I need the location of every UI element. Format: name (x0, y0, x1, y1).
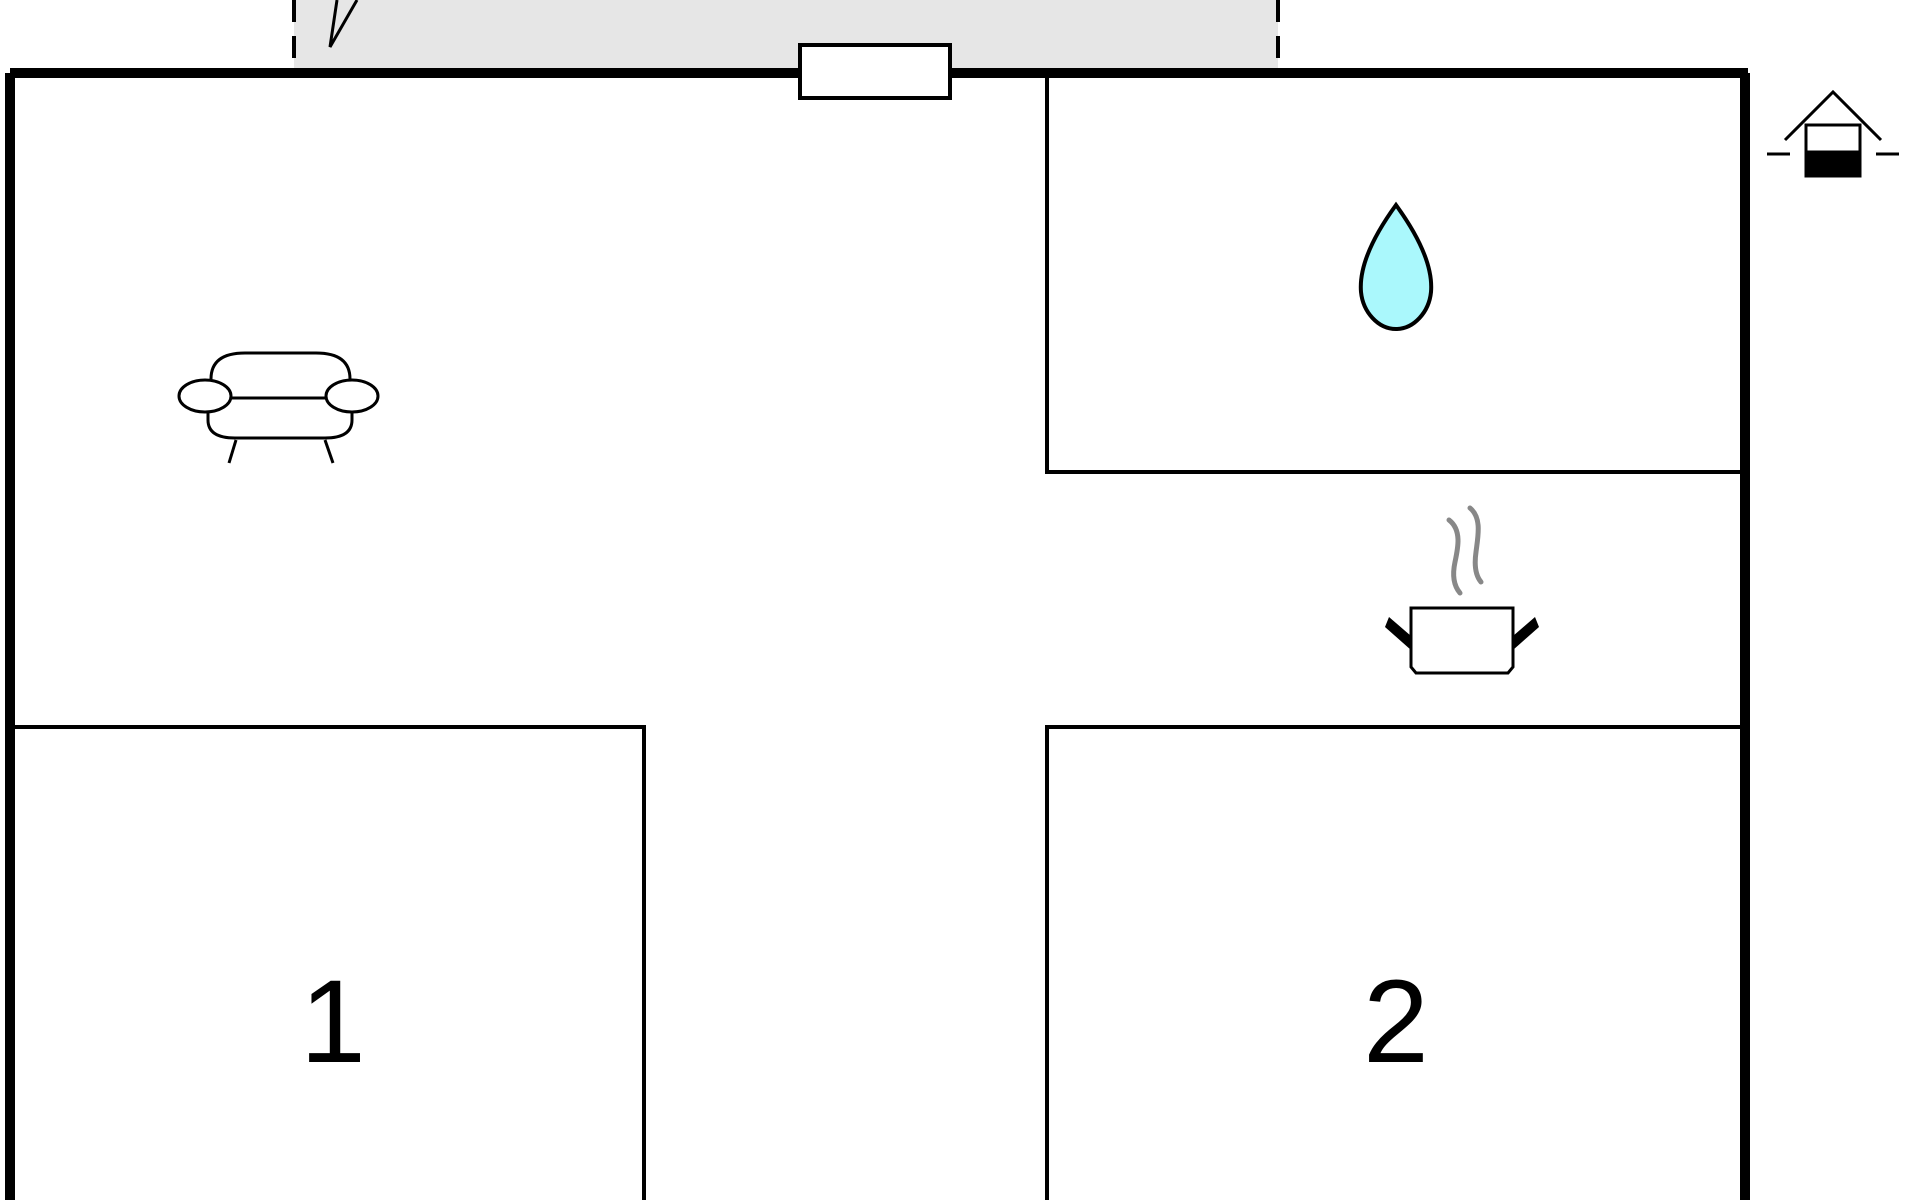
house-entrance-icon (1767, 89, 1899, 178)
sofa-icon (177, 351, 380, 464)
cooking-pot-icon (1385, 505, 1539, 675)
room-label-1: 1 (300, 956, 366, 1088)
bedroom-2-walls (1045, 725, 1740, 1200)
entrance-door (798, 43, 952, 100)
water-drop-icon (1358, 201, 1434, 332)
steam-lines (1446, 505, 1484, 596)
room-label-2: 2 (1363, 956, 1429, 1088)
terrace-marker (328, 0, 359, 48)
bedroom-1-walls (14, 725, 646, 1200)
bathroom-walls (1045, 76, 1740, 474)
terrace (292, 0, 1280, 68)
interior-walls (14, 76, 1740, 1200)
